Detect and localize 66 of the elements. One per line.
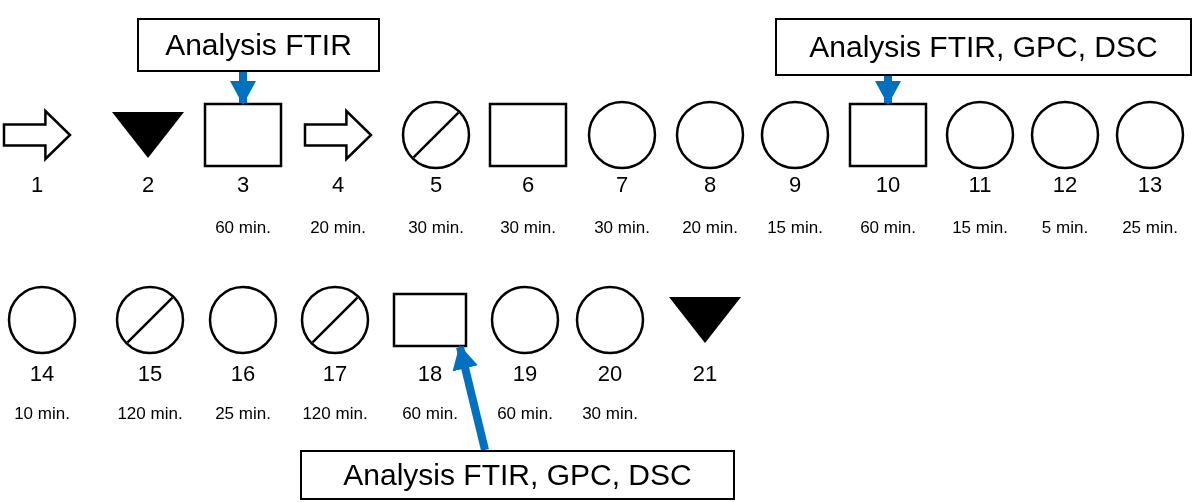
arrow bbox=[875, 76, 901, 105]
operation-circle bbox=[8, 286, 76, 354]
slashed-circle bbox=[116, 286, 184, 354]
duration-label: 60 min. bbox=[860, 218, 916, 238]
duration-label: 30 min. bbox=[408, 218, 464, 238]
transport-symbol bbox=[2, 109, 72, 161]
step-number: 2 bbox=[141, 172, 155, 198]
duration-label: 30 min. bbox=[582, 404, 638, 424]
storage-triangle bbox=[669, 297, 741, 343]
duration-label: 30 min. bbox=[500, 218, 556, 238]
operation-circle bbox=[761, 101, 829, 169]
operation-circle bbox=[1031, 101, 1099, 169]
annotation-box: Analysis FTIR, GPC, DSC bbox=[300, 450, 735, 500]
duration-label: 120 min. bbox=[302, 404, 368, 424]
step-number: 20 bbox=[597, 361, 623, 387]
operation-circle bbox=[946, 101, 1014, 169]
duration-label: 30 min. bbox=[594, 218, 650, 238]
step-number: 18 bbox=[417, 361, 443, 387]
step-number: 7 bbox=[615, 172, 629, 198]
duration-label: 10 min. bbox=[14, 404, 70, 424]
duration-label: 25 min. bbox=[1122, 218, 1178, 238]
step-number: 5 bbox=[429, 172, 443, 198]
step-number: 21 bbox=[692, 361, 718, 387]
step-number: 19 bbox=[512, 361, 538, 387]
operation-circle bbox=[1116, 101, 1184, 169]
step-number: 17 bbox=[322, 361, 348, 387]
step-number: 3 bbox=[236, 172, 250, 198]
duration-label: 15 min. bbox=[767, 218, 823, 238]
inspection-box bbox=[489, 103, 567, 167]
step-number: 12 bbox=[1052, 172, 1078, 198]
step-number: 13 bbox=[1137, 172, 1163, 198]
operation-circle bbox=[588, 101, 656, 169]
step-number: 14 bbox=[29, 361, 55, 387]
step-number: 6 bbox=[521, 172, 535, 198]
transport-symbol bbox=[303, 109, 373, 161]
duration-label: 60 min. bbox=[402, 404, 458, 424]
arrow bbox=[452, 345, 489, 451]
step-number: 11 bbox=[968, 172, 992, 198]
step-number: 9 bbox=[788, 172, 802, 198]
step-number: 15 bbox=[137, 361, 163, 387]
step-number: 1 bbox=[30, 172, 44, 198]
inspection-box bbox=[204, 103, 282, 167]
step-number: 8 bbox=[703, 172, 717, 198]
step-number: 4 bbox=[331, 172, 345, 198]
operation-circle bbox=[209, 286, 277, 354]
annotation-box: Analysis FTIR, GPC, DSC bbox=[775, 18, 1192, 76]
duration-label: 20 min. bbox=[310, 218, 366, 238]
slashed-circle bbox=[301, 286, 369, 354]
duration-label: 120 min. bbox=[117, 404, 183, 424]
duration-label: 25 min. bbox=[215, 404, 271, 424]
operation-circle bbox=[491, 286, 559, 354]
inspection-box bbox=[393, 293, 467, 347]
step-number: 16 bbox=[230, 361, 256, 387]
duration-label: 15 min. bbox=[952, 218, 1008, 238]
duration-label: 5 min. bbox=[1041, 218, 1089, 238]
duration-label: 60 min. bbox=[215, 218, 271, 238]
operation-circle bbox=[676, 101, 744, 169]
arrow bbox=[230, 72, 256, 105]
annotation-box: Analysis FTIR bbox=[137, 18, 380, 72]
step-number: 10 bbox=[875, 172, 901, 198]
slashed-circle bbox=[402, 101, 470, 169]
duration-label: 20 min. bbox=[682, 218, 738, 238]
storage-triangle bbox=[112, 112, 184, 158]
inspection-box bbox=[849, 103, 927, 167]
duration-label: 60 min. bbox=[497, 404, 553, 424]
operation-circle bbox=[576, 286, 644, 354]
